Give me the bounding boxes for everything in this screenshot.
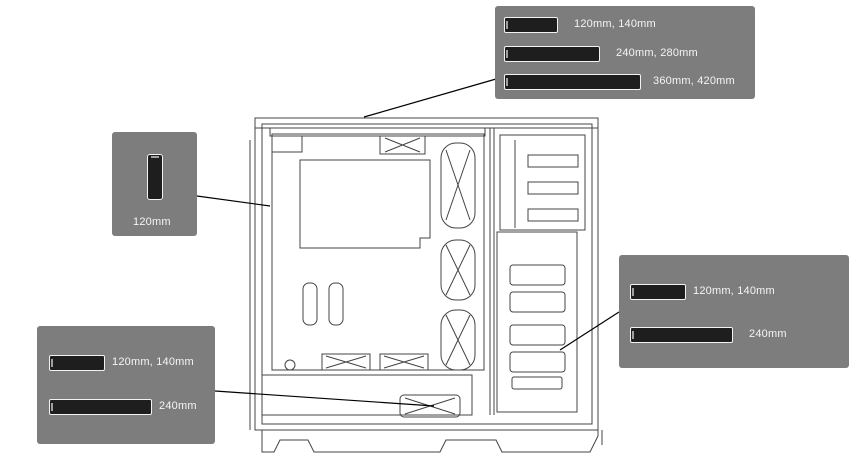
rear-leader-line bbox=[196, 195, 271, 207]
radiator-bar-icon bbox=[504, 17, 558, 33]
top-row-1: 120mm, 140mm bbox=[495, 17, 755, 33]
bottom-row-1: 120mm, 140mm bbox=[37, 355, 215, 371]
radiator-bar-icon bbox=[630, 327, 733, 343]
case-outline bbox=[254, 117, 599, 431]
bottom-radiator-callout: 120mm, 140mm 240mm bbox=[37, 326, 215, 444]
case-inner-outline bbox=[261, 123, 593, 425]
rear-fan-callout: 120mm bbox=[112, 132, 197, 236]
radiator-bar-icon bbox=[504, 74, 641, 90]
top-leader-line bbox=[363, 78, 497, 118]
top-radiator-callout: 120mm, 140mm 240mm, 280mm 360mm, 420mm bbox=[495, 6, 755, 99]
top-label-2: 240mm, 280mm bbox=[616, 47, 698, 59]
rear-label-1: 120mm bbox=[133, 216, 171, 228]
bottom-row-2: 240mm bbox=[37, 399, 215, 415]
bottom-label-1: 120mm, 140mm bbox=[112, 356, 194, 368]
top-row-3: 360mm, 420mm bbox=[495, 74, 755, 90]
radiator-bar-icon bbox=[49, 399, 152, 415]
radiator-bar-icon bbox=[504, 46, 600, 62]
radiator-bar-icon bbox=[49, 355, 105, 371]
bottom-label-2: 240mm bbox=[159, 400, 197, 412]
fan-icon bbox=[147, 154, 163, 200]
hdd-cage bbox=[496, 231, 578, 413]
bottom-leader-line bbox=[214, 390, 435, 407]
front-row-2: 240mm bbox=[619, 327, 849, 343]
top-label-1: 120mm, 140mm bbox=[574, 18, 656, 30]
front-label-1: 120mm, 140mm bbox=[693, 285, 775, 297]
top-row-2: 240mm, 280mm bbox=[495, 46, 755, 62]
motherboard-tray bbox=[271, 133, 485, 371]
cpu-cutout bbox=[299, 159, 431, 249]
front-leader-line bbox=[559, 311, 620, 351]
top-label-3: 360mm, 420mm bbox=[653, 75, 735, 87]
front-label-2: 240mm bbox=[749, 328, 787, 340]
radiator-bar-icon bbox=[630, 284, 686, 300]
front-row-1: 120mm, 140mm bbox=[619, 284, 849, 300]
front-radiator-callout: 120mm, 140mm 240mm bbox=[619, 255, 849, 368]
drive-cage bbox=[499, 134, 586, 231]
